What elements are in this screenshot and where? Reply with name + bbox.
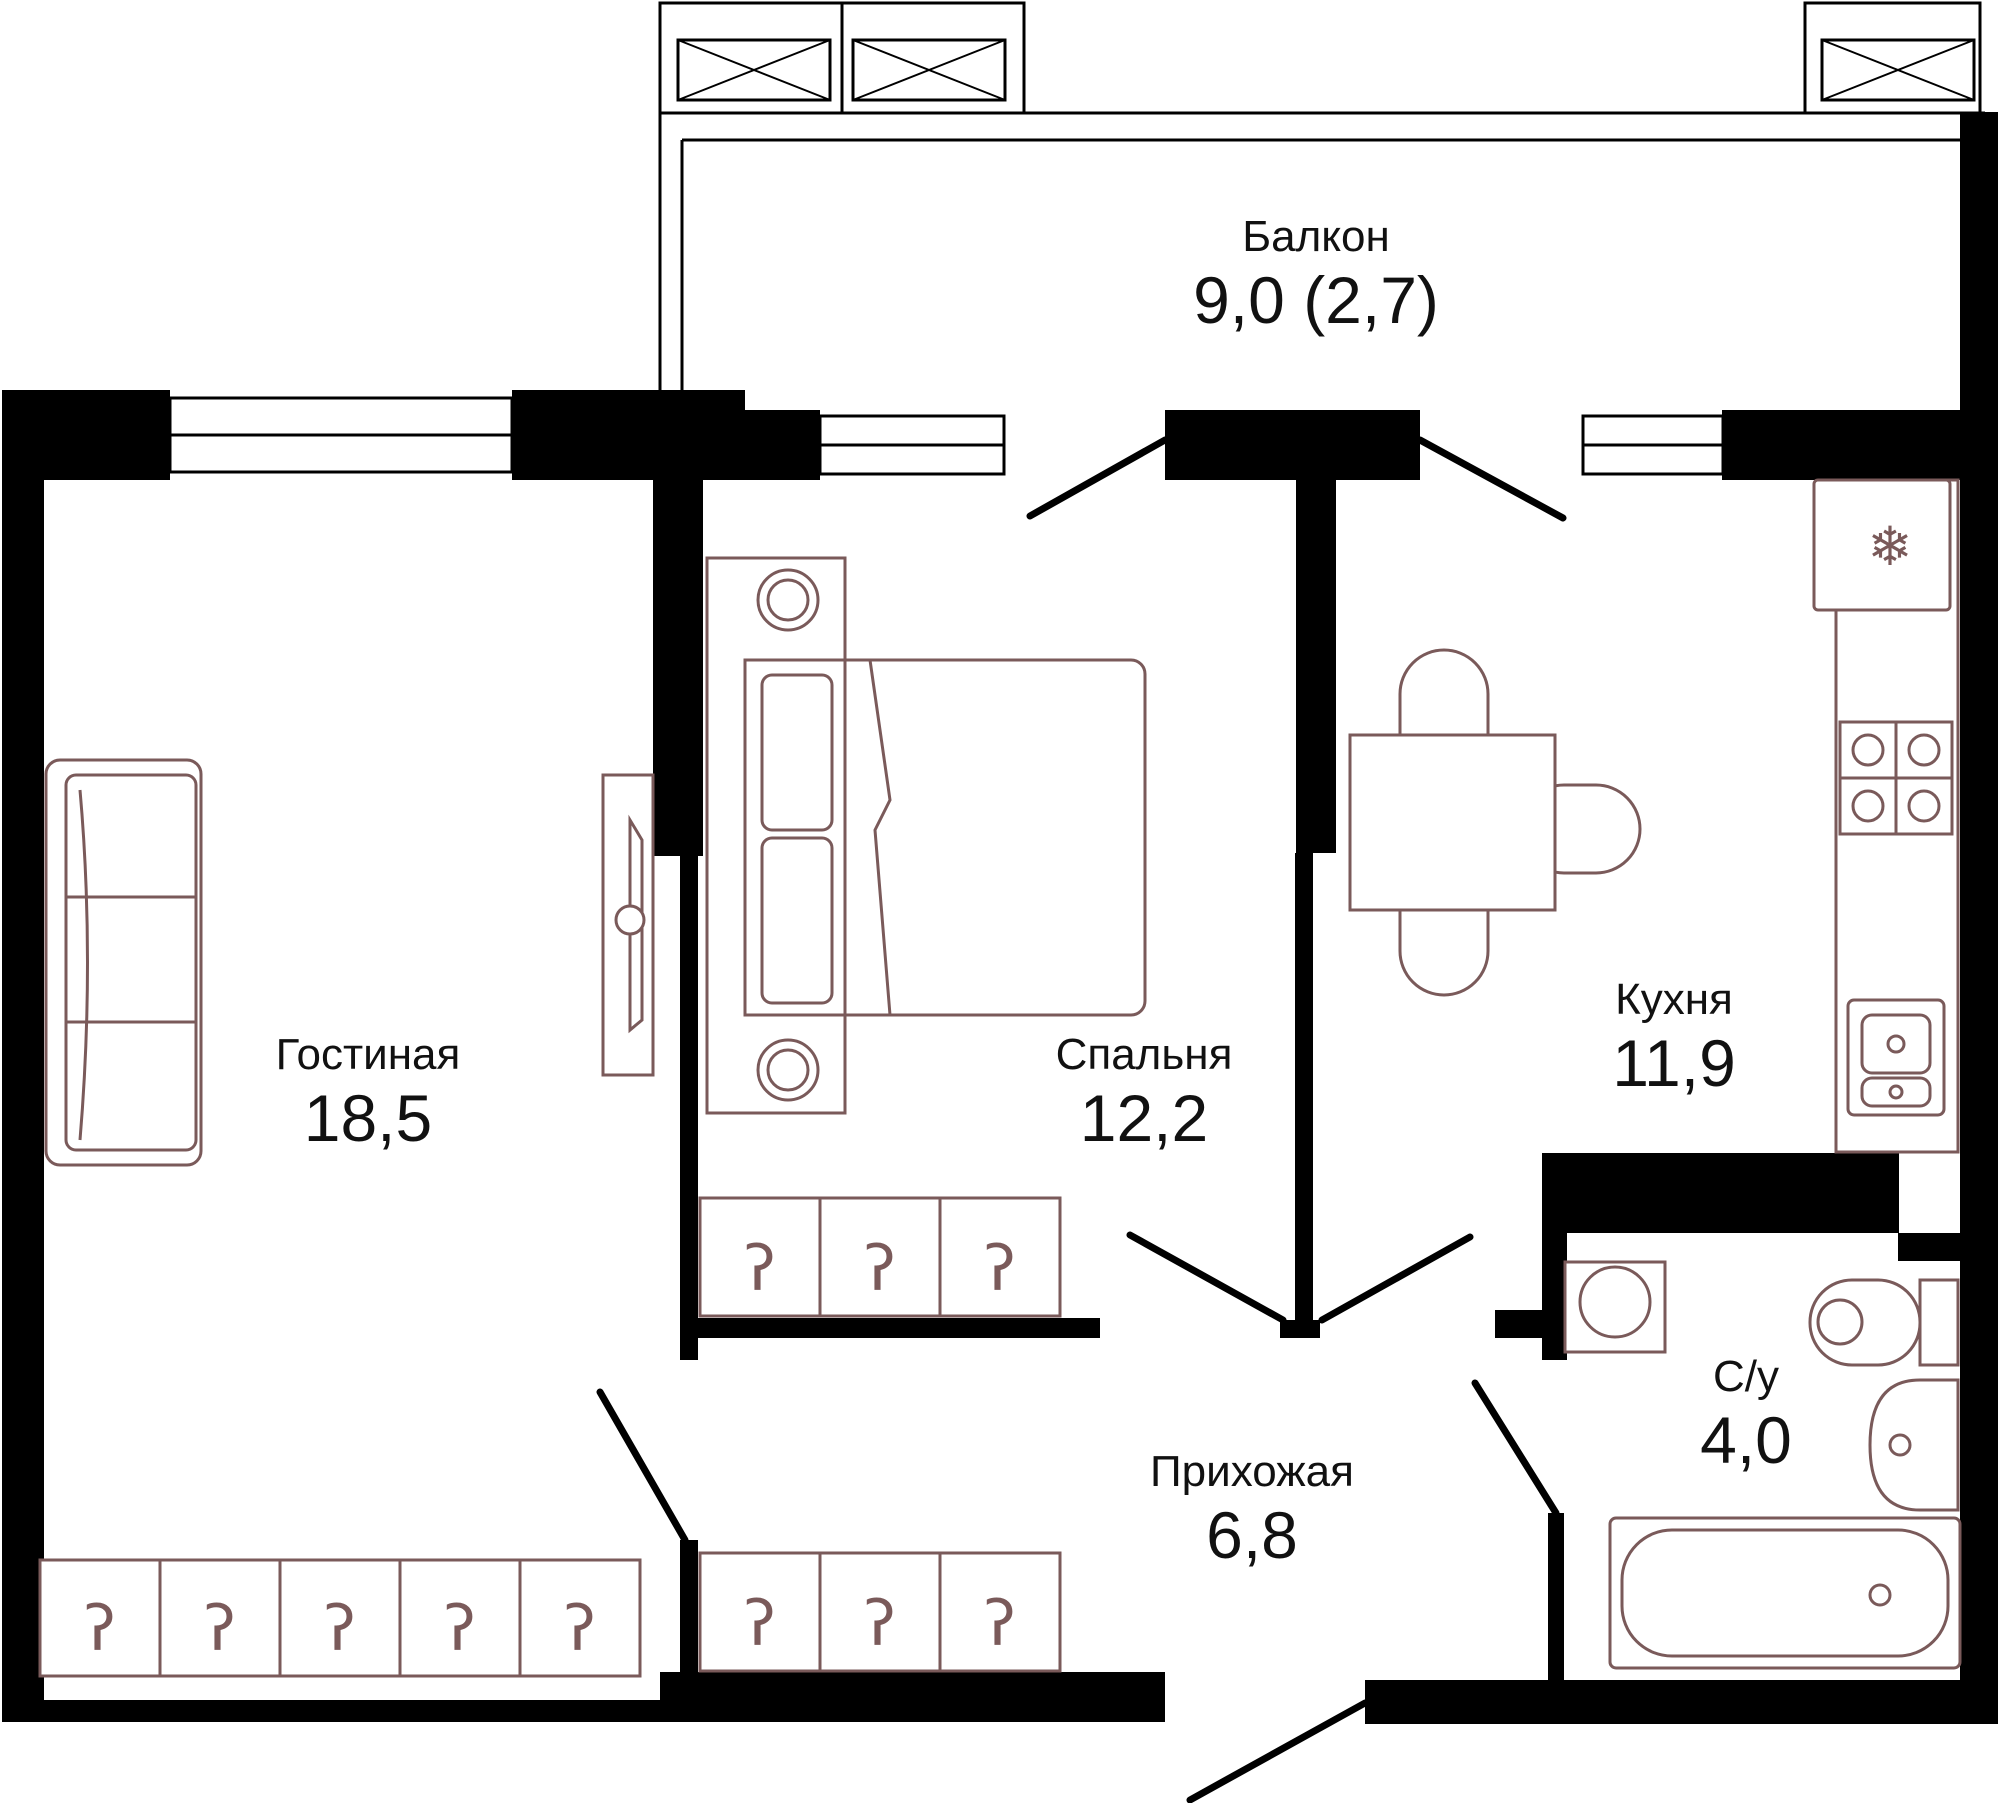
bedroom-wardrobe: ʔ ʔ ʔ: [698, 1196, 1062, 1318]
room-area: 12,2: [1079, 1081, 1209, 1155]
door-swings: [596, 436, 1567, 1803]
dining-table: [1348, 648, 1642, 997]
room-area: 11,9: [1612, 1026, 1736, 1100]
room-area: 9,0 (2,7): [1193, 263, 1439, 337]
hanger-icon: ʔ: [984, 1232, 1016, 1305]
room-name: Спальня: [1055, 1030, 1233, 1079]
sofa: [44, 758, 203, 1167]
windows: [168, 396, 1725, 476]
hanger-icon: ʔ: [744, 1232, 776, 1305]
room-area: 6,8: [1206, 1498, 1298, 1572]
room-balcony: Балкон 9,0 (2,7): [1193, 212, 1439, 338]
room-area: 4,0: [1700, 1403, 1792, 1477]
room-bathroom: С/у 4,0: [1700, 1352, 1792, 1478]
hallway-wardrobe: ʔ ʔ ʔ: [698, 1551, 1062, 1673]
hanger-icon: ʔ: [864, 1232, 896, 1305]
hanger-icon: ʔ: [564, 1592, 596, 1665]
snowflake-icon: ❄: [1867, 515, 1912, 578]
room-name: Кухня: [1615, 975, 1733, 1024]
sink-icon: [1846, 998, 1946, 1117]
burner-icon: [1838, 720, 1954, 836]
furniture: ʔ ʔ ʔ ʔ ʔ ʔ ʔ ʔ ʔ ʔ ʔ: [38, 478, 1962, 1678]
room-bedroom: Спальня 12,2: [1056, 1030, 1233, 1156]
room-name: Гостиная: [275, 1030, 461, 1079]
walls: [2, 112, 1998, 1724]
balcony-glazing: [658, 1, 1985, 390]
bathroom-fixtures: [1563, 1260, 1962, 1670]
kitchen-counter: ❄: [1812, 478, 1960, 1154]
hanger-icon: ʔ: [324, 1592, 356, 1665]
room-living: Гостиная 18,5: [276, 1030, 461, 1156]
room-name: С/у: [1713, 1352, 1779, 1401]
room-name: Балкон: [1242, 212, 1390, 261]
hanger-icon: ʔ: [864, 1587, 896, 1660]
hanger-icon: ʔ: [84, 1592, 116, 1665]
hanger-icon: ʔ: [444, 1592, 476, 1665]
tv-stand: [601, 773, 655, 1077]
room-kitchen: Кухня 11,9: [1612, 975, 1736, 1101]
hanger-icon: ʔ: [204, 1592, 236, 1665]
double-bed: [705, 556, 1147, 1115]
hanger-icon: ʔ: [744, 1587, 776, 1660]
room-name: Прихожая: [1150, 1447, 1354, 1496]
room-hallway: Прихожая 6,8: [1150, 1447, 1354, 1573]
living-wardrobe: ʔ ʔ ʔ ʔ ʔ: [38, 1558, 642, 1678]
room-area: 18,5: [303, 1081, 433, 1155]
hanger-icon: ʔ: [984, 1587, 1016, 1660]
